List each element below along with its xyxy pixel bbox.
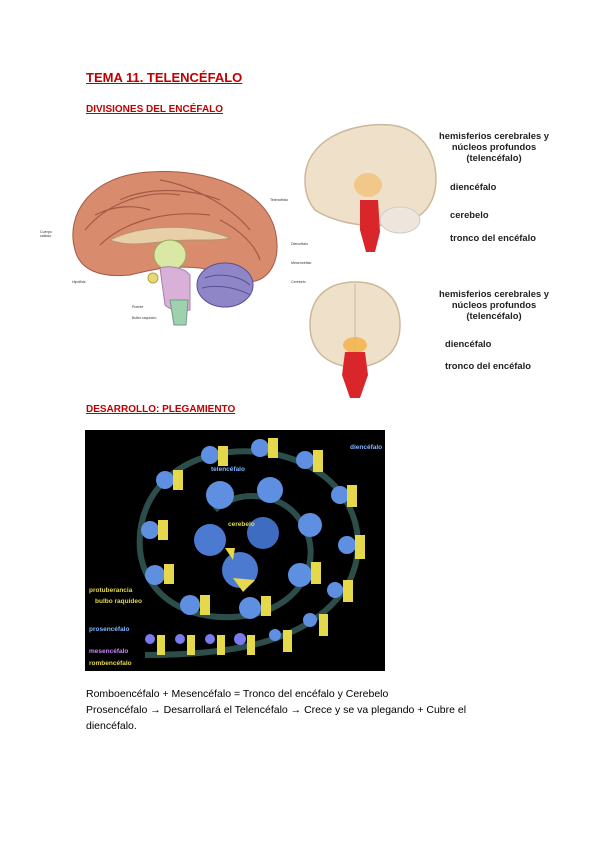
- front-hemisferios-line1: hemisferios cerebrales y: [439, 288, 549, 299]
- label-cuerpo-calloso: Cuerpo calloso: [40, 230, 52, 238]
- label-cerebelo: Cerebelo: [291, 280, 306, 284]
- lateral-brain-drawing: [304, 123, 437, 252]
- lateral-brain-figure: hemisferios cerebrales y núcleos profund…: [300, 120, 560, 260]
- lat-diencefalo: diencéfalo: [450, 181, 497, 192]
- label-mesencefalo: Mesencéfalo: [291, 261, 312, 265]
- spiral-label-cerebelo: cerebelo: [228, 521, 255, 528]
- spiral-label-prosencefalo: prosencéfalo: [89, 626, 130, 633]
- lat-hemisferios-line2: núcleos profundos: [451, 141, 537, 152]
- lat-tronco: tronco del encéfalo: [450, 232, 536, 243]
- spiral-label-protuberancia: protuberancia: [89, 587, 133, 594]
- label-hipofisis: Hipófisis: [72, 280, 86, 284]
- spiral-label-telencefalo: telencéfalo: [211, 466, 245, 473]
- section-heading-divisiones: DIVISIONES DEL ENCÉFALO: [86, 104, 224, 115]
- front-tronco: tronco del encéfalo: [445, 360, 531, 371]
- lat-hemisferios-line3: (telencéfalo): [466, 152, 522, 163]
- label-telencefalo: Telencéfalo: [270, 198, 289, 202]
- spiral-drawing: [136, 438, 365, 658]
- spiral-label-bulbo: bulbo raquídeo: [95, 598, 142, 605]
- label-bulbo: Bulbo raquídeo: [132, 316, 157, 320]
- spiral-label-diencefalo: diencéfalo: [350, 444, 383, 451]
- front-hemisferios-line3: (telencéfalo): [466, 310, 522, 321]
- lat-cerebelo: cerebelo: [450, 209, 489, 220]
- section-heading-desarrollo: DESARROLLO: PLEGAMIENTO: [86, 404, 236, 415]
- development-spiral-figure: diencéfalo telencéfalo cerebelo protuber…: [85, 430, 385, 671]
- text-line-1: Romboencéfalo + Mesencéfalo = Tronco del…: [86, 688, 389, 700]
- frontal-brain-drawing: [309, 281, 401, 398]
- label-puente: Puente: [132, 305, 144, 309]
- text-line-3: diencéfalo.: [86, 720, 137, 732]
- text-line-2: Prosencéfalo → Desarrollará el Telencéfa…: [86, 704, 467, 716]
- frontal-brain-figure: hemisferios cerebrales y núcleos profund…: [300, 280, 560, 400]
- page-title: TEMA 11. TELENCÉFALO: [86, 70, 243, 85]
- front-diencefalo: diencéfalo: [445, 338, 492, 349]
- front-hemisferios-line2: núcleos profundos: [451, 299, 537, 310]
- spiral-label-mesencefalo: mesencéfalo: [89, 648, 129, 655]
- lat-hemisferios-line1: hemisferios cerebrales y: [439, 130, 549, 141]
- label-diencefalo: Diencéfalo: [291, 242, 308, 246]
- sagittal-brain-figure: Telencéfalo Cuerpo calloso Diencéfalo Me…: [40, 160, 311, 330]
- spiral-label-rombencefalo: rombencéfalo: [89, 660, 132, 667]
- sagittal-brain-drawing: [72, 171, 278, 326]
